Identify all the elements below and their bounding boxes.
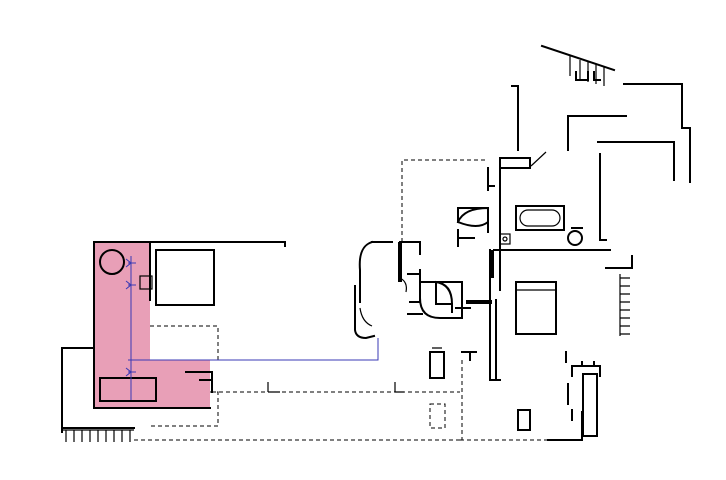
door-swing-1	[358, 240, 374, 303]
fridge	[429, 351, 445, 379]
dashed-boundary-top	[401, 159, 488, 242]
radiator-right	[619, 274, 630, 336]
corridor-ticks	[267, 382, 404, 393]
small-box-left	[139, 275, 153, 290]
counter-left	[99, 377, 157, 402]
bed	[515, 281, 557, 335]
sink-round	[567, 230, 583, 246]
solid-bottom-boundary	[547, 409, 583, 441]
fridge-lines	[432, 347, 442, 353]
central-walls	[371, 151, 633, 405]
upper-right-walls	[511, 44, 691, 183]
highlighted-room	[94, 242, 210, 408]
dashed-inner-box	[429, 403, 446, 429]
tall-cabinet-top	[571, 361, 601, 377]
tall-cabinet	[582, 373, 598, 437]
square-fixture-left	[155, 249, 215, 306]
left-wing-walls	[61, 241, 286, 433]
round-fixture-left	[99, 249, 125, 275]
door-swing-4	[399, 277, 407, 293]
small-dot-bath	[502, 236, 508, 242]
door-swing-2	[354, 285, 376, 340]
corner-tub-arc	[434, 280, 453, 313]
bathtub-inner	[519, 209, 561, 227]
route-path	[125, 256, 379, 400]
door-swing-3	[359, 307, 373, 327]
small-fixture-bath	[499, 233, 511, 245]
bathroom-wall-right	[563, 205, 583, 229]
radiator-bottom-left	[62, 429, 134, 442]
corner-tub	[419, 281, 463, 319]
small-cabinet	[517, 409, 531, 431]
toilet-shape	[456, 206, 489, 227]
